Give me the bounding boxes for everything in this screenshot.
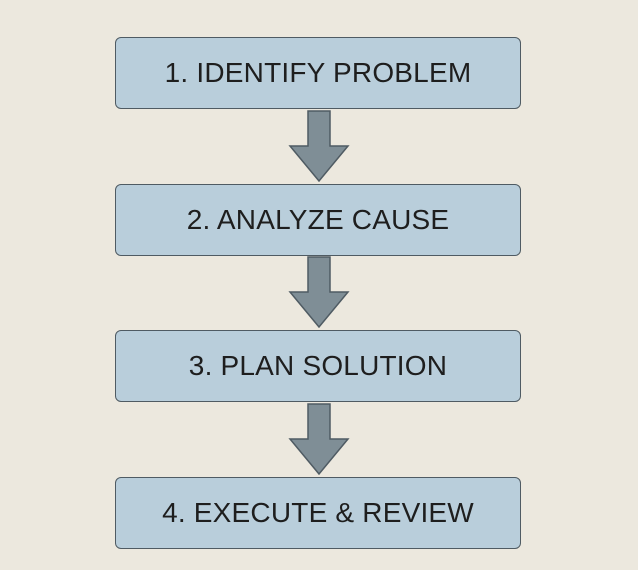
step-execute-review: 4. EXECUTE & REVIEW (115, 477, 521, 549)
down-arrow-icon (288, 110, 350, 182)
step-label: 2. ANALYZE CAUSE (186, 204, 450, 235)
down-arrow-icon (288, 256, 350, 328)
step-analyze-cause: 2. ANALYZE CAUSE (115, 184, 521, 256)
down-arrow-icon (288, 403, 350, 475)
step-label: 3. PLAN SOLUTION (188, 350, 448, 381)
step-label: 4. EXECUTE & REVIEW (162, 497, 474, 528)
step-identify-problem: 1. IDENTIFY PROBLEM (115, 37, 521, 109)
step-plan-solution: 3. PLAN SOLUTION (115, 330, 521, 402)
step-label: 1. IDENTIFY PROBLEM (164, 57, 472, 88)
